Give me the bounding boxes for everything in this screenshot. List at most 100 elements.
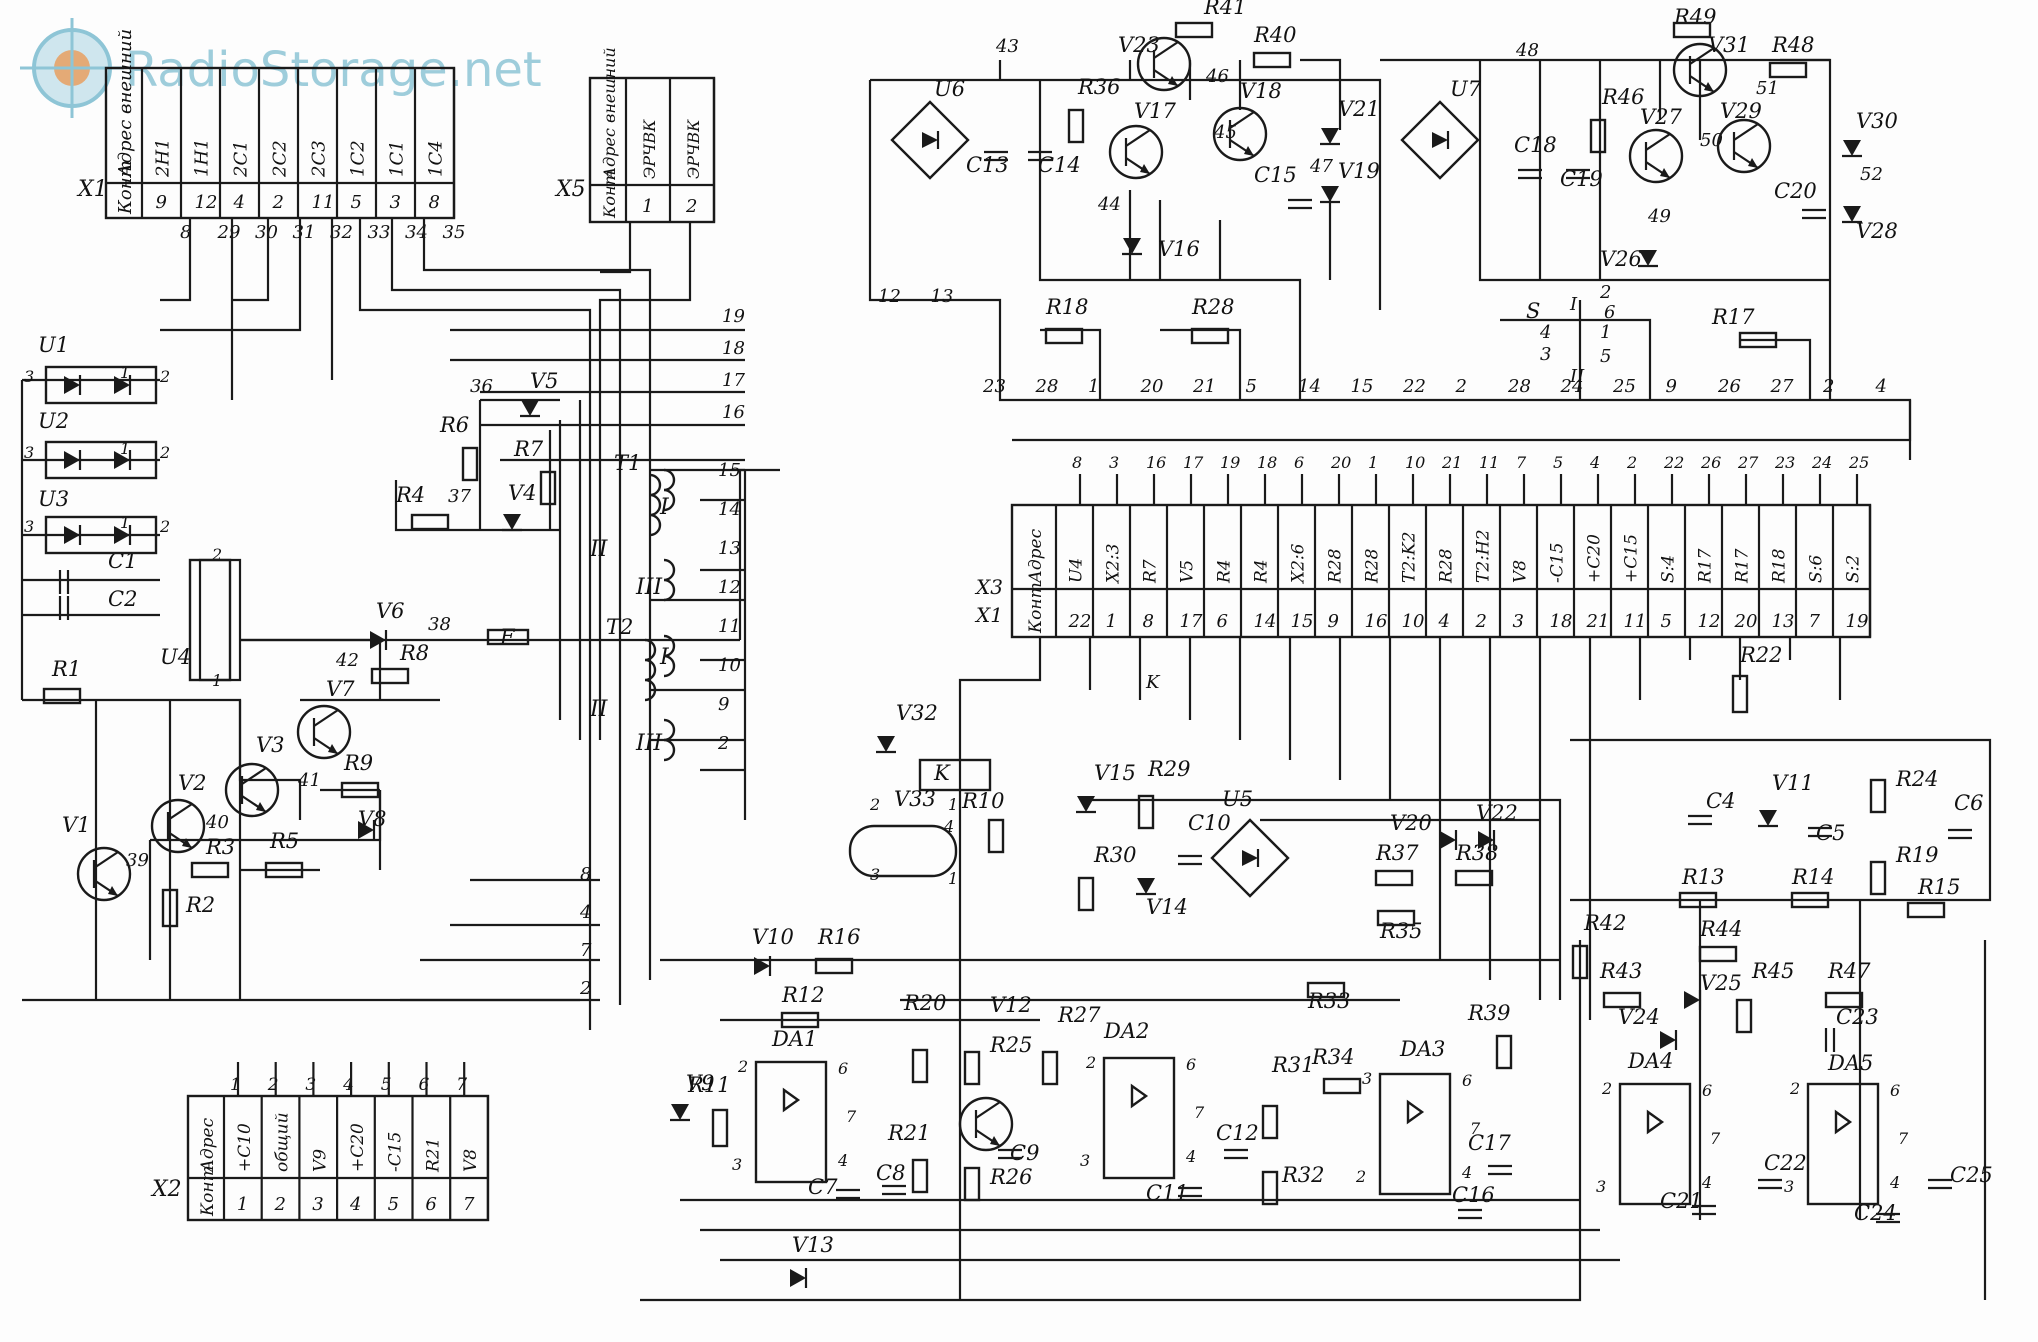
DA4-pin-3: 3 [1596,1177,1606,1196]
DA5-pin-3: 3 [1784,1177,1794,1196]
label-R31: R31 [1271,1053,1315,1077]
harness-number-15: 2 [579,978,591,999]
DA3-symbol [1378,1072,1452,1196]
label-DA5: DA5 [1827,1051,1873,1075]
C15-symbol [1288,198,1312,210]
X3-address-label: Адрес [1026,528,1046,584]
upper-bus-number-2: 23 [982,376,1006,397]
label-R40: R40 [1253,23,1297,47]
DA4-pin-6: 6 [1702,1081,1712,1100]
label-C10: C10 [1188,811,1231,835]
pin-label-5: 2 [159,443,170,462]
X3-contact-12: 2 [1475,611,1487,632]
label-U2: U2 [38,409,69,433]
X2-contact-label: Конт [198,1165,218,1217]
V10-diode [754,956,772,976]
label-C23: C23 [1836,1005,1879,1029]
V32-diode [876,736,896,754]
X3-contact-13: 3 [1513,611,1524,632]
X5-address-label: Адрес внешний [600,47,619,180]
X2-header-7: V8 [461,1149,481,1172]
X3-top-number-23: 23 [1774,453,1795,472]
V29-symbol [1716,118,1772,174]
X2-contact-2: 2 [274,1194,286,1215]
C14-symbol [1028,150,1052,162]
R31-symbol [1261,1104,1279,1140]
V20-diode [1440,830,1458,850]
DA1-pin-2: 2 [737,1057,748,1076]
R41-symbol [1174,21,1214,39]
X1-wire-31: 31 [293,222,316,243]
DA4-pin-4: 4 [1701,1173,1712,1192]
R15-symbol [1906,901,1946,919]
R45-symbol [1735,998,1753,1034]
label-R22: R22 [1739,643,1783,667]
X1-contact-8: 8 [429,192,440,213]
V22-diode [1478,830,1496,850]
label-R11: R11 [687,1073,731,1097]
transformer-pin-10-5: 10 [718,655,741,676]
V33-optocoupler [848,824,958,878]
transformer-pin-9-6: 9 [718,694,729,715]
transformer-pin-14-1: 14 [718,499,741,520]
label-DA2: DA2 [1103,1019,1149,1043]
X1-wire-35: 35 [443,222,466,243]
DA5-pin-2: 2 [1789,1079,1800,1098]
X3-header-13: V8 [1511,560,1531,583]
pin-label-12: 1 [948,795,958,814]
X2-top-number-7: 7 [456,1075,467,1095]
label-R41: R41 [1203,0,1247,19]
label-C16: C16 [1452,1183,1495,1207]
R12-symbol [780,1011,820,1029]
T1-winding-II: II [589,537,609,562]
node-48: 48 [1515,40,1539,61]
DA5-symbol [1806,1082,1880,1206]
node-43: 43 [995,36,1019,57]
label-V7: V7 [326,677,355,701]
pin-label-6: 3 [24,517,34,536]
label-U1: U1 [38,333,69,357]
X3-header-3: R7 [1141,559,1161,584]
V26-diode [1638,250,1658,268]
X3-top-number-17: 17 [1183,453,1204,472]
X2-contact-7: 7 [463,1194,475,1215]
pin-label-1: 1 [120,363,130,382]
upper-bus-number-1: 13 [931,286,954,307]
X5-contact-1: 1 [642,196,653,217]
V19-diode [1320,186,1340,204]
U4-symbol [188,558,232,682]
connector-X1: Адрес внешнийКонт2Н191Н1122С142С222С3111… [76,29,465,243]
X3-header-10: T2:K2 [1400,532,1420,583]
X3-header-5: R4 [1215,559,1235,584]
X3-header-15: +C20 [1585,534,1605,583]
T2-winding-I: I [659,645,670,670]
label-DA1: DA1 [771,1027,817,1051]
harness-number-14: 7 [580,940,592,961]
C13-symbol [984,150,1008,162]
label-C6: C6 [1954,791,1983,815]
R36-symbol [1067,108,1085,144]
watermark-text: RadioStorage.net [125,42,542,98]
DA2-pin-4: 4 [1185,1147,1196,1166]
upper-bus-number-10: 22 [1402,376,1426,397]
transformer-pin-12-3: 12 [718,577,741,598]
X2-contact-4: 4 [349,1194,361,1215]
label-R46: R46 [1601,85,1645,109]
X2-header-2: общий [273,1112,293,1172]
DA5-pin-4: 4 [1889,1173,1900,1192]
X3-contact-4: 17 [1180,611,1203,632]
harness-number-3: 16 [722,402,745,423]
X1-header-5: 2С3 [309,140,330,178]
label-C15: C15 [1254,163,1297,187]
label-U5: U5 [1222,787,1253,811]
label-V16: V16 [1158,237,1200,261]
label-V21: V21 [1338,97,1380,121]
label-R34: R34 [1311,1045,1355,1069]
X3-header-16: +C15 [1622,534,1642,583]
X1-wire-34: 34 [405,222,428,243]
X3-header-12: T2:H2 [1474,529,1494,583]
R32-symbol [1261,1170,1279,1206]
R5-symbol [264,861,304,879]
label-F: F [499,625,516,649]
